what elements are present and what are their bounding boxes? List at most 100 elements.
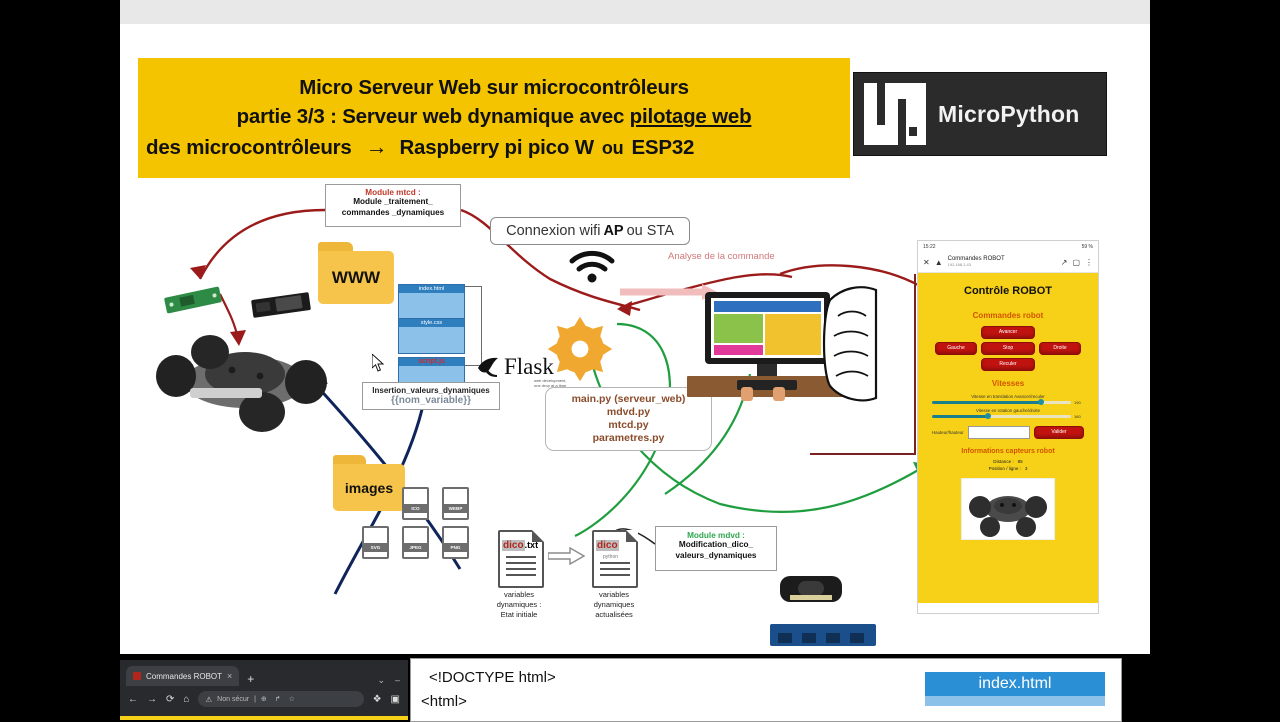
- folder-images-label: images: [333, 464, 405, 511]
- slider-translation-value: 190: [1074, 400, 1081, 405]
- code-line-doctype: <!DOCTYPE html>: [429, 669, 556, 686]
- close-icon[interactable]: ✕: [923, 257, 930, 267]
- address-bar-actions: ⊕ ↱ ☆: [261, 695, 295, 703]
- zoom-icon[interactable]: ⊕: [260, 696, 267, 703]
- forward-button[interactable]: →: [147, 693, 157, 705]
- analyse-commande-label: Analyse de la commande: [668, 251, 775, 262]
- folder-www: WWW: [318, 242, 394, 304]
- slider-translation-row: 190: [932, 399, 1084, 405]
- transform-arrow-icon: [548, 546, 586, 566]
- flask-horn-icon: [478, 357, 498, 377]
- monitor-screen: [705, 292, 830, 364]
- title-line-3: des microcontrôleurs→Raspberry pi pico W…: [144, 131, 694, 162]
- title-line-3b: Raspberry pi pico W: [399, 136, 594, 160]
- server-file-main: main.py (serveur_web): [571, 393, 686, 406]
- sensor-lens: [798, 581, 824, 596]
- button-valider[interactable]: Valider: [1034, 426, 1084, 439]
- slider-rotation-label: Vitesse en rotation gauche/droite: [975, 408, 1041, 413]
- button-stop[interactable]: Stop: [981, 342, 1035, 355]
- mock-green-block: [714, 314, 764, 343]
- speeds-section-title: Vitesses: [991, 379, 1025, 388]
- folder-tab: [318, 242, 353, 251]
- home-button[interactable]: ⌂: [183, 693, 190, 705]
- minimize-icon[interactable]: –: [394, 675, 400, 685]
- robot-control-web-app: 15:22 59 % ✕ ▲ Commandes ROBOT 192.168.1…: [917, 240, 1099, 614]
- phone-status-bar: 15:22 59 %: [918, 241, 1098, 252]
- share-icon[interactable]: ↱: [274, 696, 281, 703]
- mock-header-bar: [714, 301, 821, 312]
- file-icon-png: PNG: [442, 526, 469, 559]
- control-page-title: Contrôle ROBOT: [964, 285, 1052, 297]
- extensions-icon[interactable]: ❖: [372, 693, 382, 705]
- browser-tab-strip: Commandes ROBOT × + ⌄ –: [120, 660, 408, 686]
- bookmark-icon[interactable]: ☆: [288, 696, 295, 703]
- chevron-down-icon[interactable]: ⌄: [377, 675, 385, 685]
- monitor-stand: [757, 364, 777, 376]
- slider-translation-knob[interactable]: [1037, 399, 1044, 405]
- button-avancer[interactable]: Avancer: [981, 326, 1035, 339]
- mock-left-col: [714, 314, 764, 355]
- slider-translation: Vitesse en translation Avancer/reculer 1…: [932, 394, 1084, 405]
- ultrasonic-sensor-module: [780, 576, 842, 602]
- close-tab-icon[interactable]: ×: [227, 671, 233, 681]
- annotation-mtcd-header: Module mtcd :: [365, 188, 421, 197]
- file-icon-png-label: PNG: [444, 543, 467, 552]
- slider-translation-label: Vitesse en translation Avancer/reculer: [971, 394, 1045, 399]
- annotation-mtcd-line2: commandes _dynamiques: [341, 207, 445, 217]
- share-icon[interactable]: ↗: [1060, 257, 1068, 267]
- status-time: 15:22: [923, 243, 936, 250]
- sidebar-icon[interactable]: ▣: [390, 693, 400, 705]
- wifi-connection-label: Connexion wifi AP ou STA: [490, 217, 690, 245]
- pad-row-top: Avancer: [933, 326, 1083, 339]
- file-icon-svg-label: SVG: [364, 543, 387, 552]
- window-controls: ⌄ –: [377, 675, 408, 686]
- overflow-menu-icon[interactable]: ⋮: [1085, 257, 1093, 267]
- document-dico-python: dico python: [592, 530, 638, 588]
- reload-button[interactable]: ⟳: [166, 693, 175, 705]
- flask-wordmark: Flask: [504, 354, 554, 379]
- document-dico-txt: dico.txt: [498, 530, 544, 588]
- mock-magenta-block: [714, 345, 764, 355]
- bookmark-icon[interactable]: ▢: [1072, 257, 1080, 267]
- document-dico-txt-tag: dico.txt: [502, 540, 538, 551]
- slider-rotation-track[interactable]: [932, 413, 1071, 419]
- wifi-icon: [569, 250, 615, 283]
- slider-translation-track[interactable]: [932, 399, 1071, 405]
- server-file-mdvd: mdvd.py: [606, 406, 651, 419]
- folder-images: images: [333, 455, 405, 511]
- slider-rotation-knob[interactable]: [984, 413, 991, 419]
- address-bar[interactable]: ⚠ Non sécur | ⊕ ↱ ☆: [198, 691, 364, 707]
- browser-tab-title: Commandes ROBOT: [146, 671, 223, 681]
- sensor-position-value: 3: [1024, 465, 1028, 471]
- sensor-distance-value: 85: [1017, 459, 1023, 464]
- file-card-style-css: style.css: [398, 319, 465, 354]
- wifi-label-suffix: ou STA: [626, 223, 674, 239]
- document-lines: [506, 556, 536, 580]
- button-droite[interactable]: Droite: [1039, 342, 1081, 355]
- file-icon-jpeg: JPEG: [402, 526, 429, 559]
- file-icon-webp-label: WEBP: [444, 504, 467, 513]
- wifi-label-prefix: Connexion wifi: [506, 223, 601, 239]
- address-separator: |: [254, 695, 256, 703]
- button-reculer[interactable]: Reculer: [981, 358, 1035, 371]
- back-button[interactable]: ←: [128, 693, 138, 705]
- hand-left: [741, 387, 753, 401]
- browser-tab[interactable]: Commandes ROBOT ×: [126, 666, 240, 686]
- code-line-html: <html>: [421, 693, 467, 710]
- flask-tagline-1: web development,: [534, 378, 567, 383]
- server-files-box: main.py (serveur_web) mdvd.py mtcd.py pa…: [545, 387, 712, 451]
- folder-www-label: WWW: [318, 251, 394, 304]
- toolbar-title: Commandes ROBOT: [947, 256, 1005, 263]
- button-gauche[interactable]: Gauche: [935, 342, 977, 355]
- document-lines: [600, 562, 630, 580]
- annotation-mdvd: Module mdvd : Modification_dico_ valeurs…: [655, 526, 777, 571]
- sensor-position-label: Position / ligne :: [988, 465, 1022, 471]
- param-input-field[interactable]: [967, 426, 1030, 439]
- new-tab-button[interactable]: +: [247, 672, 255, 686]
- title-line-1: Micro Serveur Web sur microcontrôleurs: [299, 76, 689, 100]
- desktop-computer-illustration: [687, 292, 847, 401]
- monitor-page-mock: [711, 298, 824, 358]
- sensor-pins: [790, 595, 832, 600]
- sensor-distance-label: Distance :: [993, 459, 1014, 464]
